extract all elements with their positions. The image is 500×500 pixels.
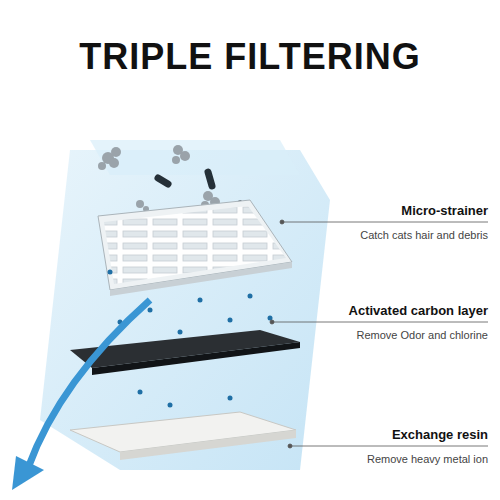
arrow-head bbox=[12, 456, 44, 490]
water-flow bbox=[40, 150, 330, 470]
flow-arrow bbox=[28, 300, 150, 468]
diagram-title: TRIPLE FILTERING bbox=[0, 36, 500, 78]
micro-strainer-panel bbox=[98, 200, 292, 296]
debris bbox=[98, 145, 220, 212]
layer-description: Remove Odor and chlorine bbox=[357, 329, 488, 341]
layer-description: Catch cats hair and debris bbox=[360, 229, 488, 241]
carbon-layer bbox=[70, 330, 300, 375]
water-flow bbox=[90, 140, 300, 175]
layer-name: Activated carbon layer bbox=[349, 303, 488, 318]
leader-line bbox=[270, 220, 488, 448]
layer-name: Exchange resin bbox=[392, 427, 488, 442]
layer-name: Micro-strainer bbox=[401, 203, 488, 218]
layer-description: Remove heavy metal ion bbox=[367, 453, 488, 465]
resin-layer bbox=[70, 412, 296, 460]
